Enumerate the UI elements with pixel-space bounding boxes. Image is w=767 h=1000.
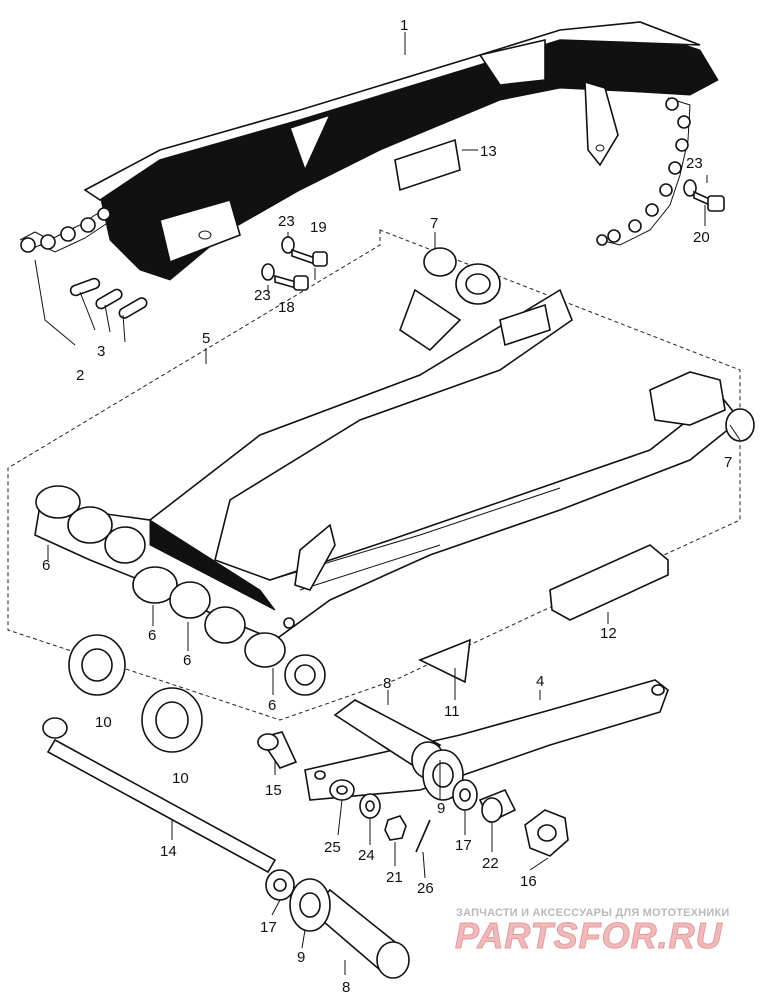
part-number: 9 xyxy=(437,800,445,817)
collar-22-part xyxy=(478,788,517,824)
nut-16-part xyxy=(524,809,569,857)
washer-part xyxy=(265,779,478,901)
assembly-outline xyxy=(7,229,741,721)
part-number: 5 xyxy=(202,330,210,347)
part-number: 20 xyxy=(693,229,710,246)
part-number: 7 xyxy=(724,454,732,471)
plate-part xyxy=(418,638,471,684)
part-number: 9 xyxy=(297,949,305,966)
part-number: 25 xyxy=(324,839,341,856)
decal-part xyxy=(394,138,461,192)
bolt-15-part xyxy=(257,731,298,769)
bolt-18-part xyxy=(261,263,309,291)
part-number: 6 xyxy=(183,652,191,669)
chain-case-part xyxy=(83,21,719,281)
chain-joint-part xyxy=(69,277,148,319)
part-number: 3 xyxy=(97,343,105,360)
part-number: 17 xyxy=(260,919,277,936)
part-number: 2 xyxy=(76,367,84,384)
site-watermark: ЗАПЧАСТИ И АКСЕССУАРЫ ДЛЯ МОТОТЕХНИКИ PA… xyxy=(455,907,730,957)
part-number: 7 xyxy=(430,215,438,232)
part-number: 16 xyxy=(520,873,537,890)
watermark-tagline: ЗАПЧАСТИ И АКСЕССУАРЫ ДЛЯ МОТОТЕХНИКИ xyxy=(456,907,729,919)
part-number: 10 xyxy=(172,770,189,787)
part-number: 26 xyxy=(417,880,434,897)
part-number: 17 xyxy=(455,837,472,854)
part-number: 19 xyxy=(310,219,327,236)
chain-slider-part xyxy=(549,544,669,621)
part-number: 8 xyxy=(342,979,350,996)
bolt-19-part xyxy=(281,236,328,267)
part-number: 23 xyxy=(686,155,703,172)
part-number: 6 xyxy=(42,557,50,574)
part-number: 13 xyxy=(480,143,497,160)
part-number: 15 xyxy=(265,782,282,799)
part-number: 4 xyxy=(536,673,544,690)
part-number: 12 xyxy=(600,625,617,642)
cotter-pin-part xyxy=(415,819,431,853)
swingarm-part xyxy=(34,247,755,696)
drive-chain-part xyxy=(19,97,691,253)
part-number: 8 xyxy=(383,675,391,692)
part-number: 14 xyxy=(160,843,177,860)
bolt-20-part xyxy=(683,179,725,212)
part-number: 18 xyxy=(278,299,295,316)
pivot-bolt-part xyxy=(42,717,277,874)
part-number: 6 xyxy=(268,697,276,714)
nut-21-part xyxy=(384,815,407,841)
part-number: 1 xyxy=(400,17,408,34)
part-number: 6 xyxy=(148,627,156,644)
part-number: 22 xyxy=(482,855,499,872)
part-number: 23 xyxy=(278,213,295,230)
seal-cap-part xyxy=(289,749,464,932)
part-number-labels: 1 2 3 4 5 6 6 6 6 7 7 8 8 9 9 10 10 11 1… xyxy=(42,17,732,996)
stopper-arm-part xyxy=(304,679,669,801)
watermark-logo: PARTSFOR.RU xyxy=(455,915,723,956)
part-number: 21 xyxy=(386,869,403,886)
part-number: 11 xyxy=(444,703,460,720)
part-number: 10 xyxy=(95,714,112,731)
part-number: 24 xyxy=(358,847,375,864)
dust-seal-part xyxy=(68,634,203,753)
leader-lines xyxy=(34,32,741,975)
part-number: 23 xyxy=(254,287,271,304)
